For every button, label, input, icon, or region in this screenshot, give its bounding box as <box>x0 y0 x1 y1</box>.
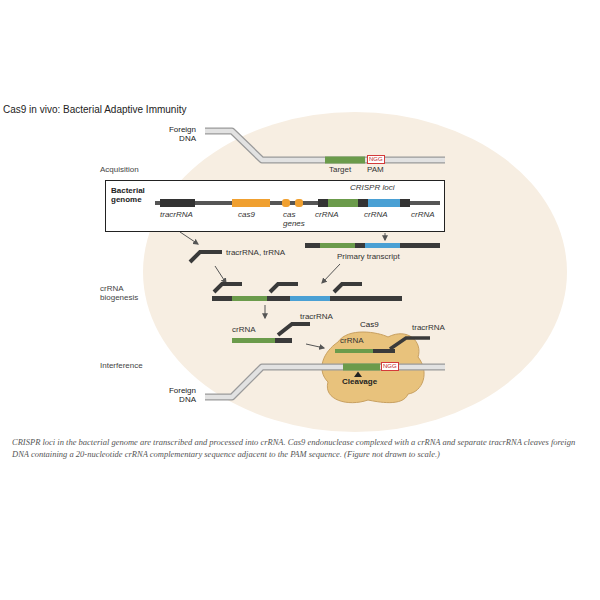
label: tracrRNA <box>412 324 445 333</box>
label: cas genes <box>283 211 309 229</box>
label: crRNA <box>232 326 256 335</box>
foreign-dna-top <box>205 131 445 164</box>
label: crRNA <box>411 211 435 220</box>
crrna-tracrrna-duplex <box>232 324 310 343</box>
cas9-protein: Cas9Cleavage NGG <box>318 322 428 404</box>
label: Primary transcript <box>337 253 400 262</box>
label: Interference <box>100 362 143 371</box>
arrow <box>265 305 266 318</box>
label: Acquisition <box>100 166 139 175</box>
node-label: Cleavage <box>342 378 377 387</box>
node-label: NGG <box>369 156 383 163</box>
label: crRNA <box>315 211 339 220</box>
node-label: Bacterial genome <box>111 187 157 205</box>
label: tracrRNA <box>160 211 193 220</box>
label: Foreign DNA <box>160 126 196 144</box>
arrow <box>215 266 226 283</box>
arrow <box>385 233 386 240</box>
pam-box: NGG <box>381 362 399 371</box>
pam-box: NGG <box>367 155 385 164</box>
crrna-processing <box>212 284 402 301</box>
label: crRNA biogenesis <box>100 285 145 303</box>
label: crRNA <box>364 211 388 220</box>
label: CRISPR loci <box>350 184 394 193</box>
label: PAM <box>367 166 384 175</box>
node-label: NGG <box>383 363 397 370</box>
arrow <box>306 344 324 348</box>
caption: CRISPR loci in the bacterial genome are … <box>12 437 586 461</box>
label: tracrRNA <box>300 313 333 322</box>
label: crRNA <box>340 337 364 346</box>
title: Cas9 in vivo: Bacterial Adaptive Immunit… <box>3 104 186 115</box>
cas9-outline <box>318 322 428 404</box>
bacterial-cell <box>143 112 567 432</box>
label: cas9 <box>238 211 255 220</box>
label: tracrRNA, trRNA <box>226 249 285 258</box>
tracrrna-strand <box>190 252 222 262</box>
arrow <box>180 232 198 244</box>
primary-transcript <box>305 243 440 248</box>
label: Foreign DNA <box>160 387 196 405</box>
node-label: Cas9 <box>360 321 379 330</box>
arrow <box>322 264 340 283</box>
label: Target <box>329 166 351 175</box>
